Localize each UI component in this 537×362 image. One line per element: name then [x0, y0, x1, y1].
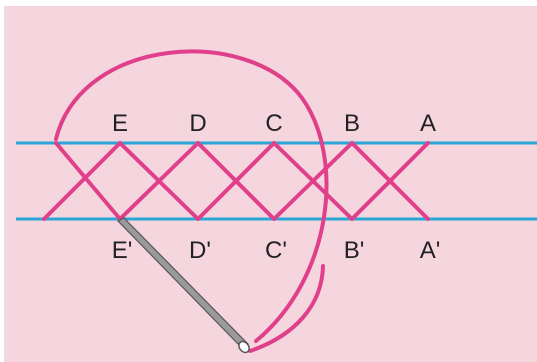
label-top-a: A — [420, 110, 436, 137]
label-top-c: C — [265, 110, 282, 137]
herringbone-stitch-diagram: E D C B A E' D' C' B' A' — [4, 6, 537, 362]
label-top-e: E — [112, 110, 128, 137]
diagram-canvas: E D C B A E' D' C' B' A' — [4, 6, 537, 362]
label-bottom-e-prime: E' — [112, 237, 133, 264]
label-bottom-a-prime: A' — [420, 237, 441, 264]
diagram-background — [4, 6, 537, 362]
label-bottom-b-prime: B' — [344, 237, 365, 264]
label-top-b: B — [344, 110, 360, 137]
label-bottom-d-prime: D' — [189, 237, 211, 264]
label-top-d: D — [189, 110, 206, 137]
label-bottom-c-prime: C' — [265, 237, 287, 264]
